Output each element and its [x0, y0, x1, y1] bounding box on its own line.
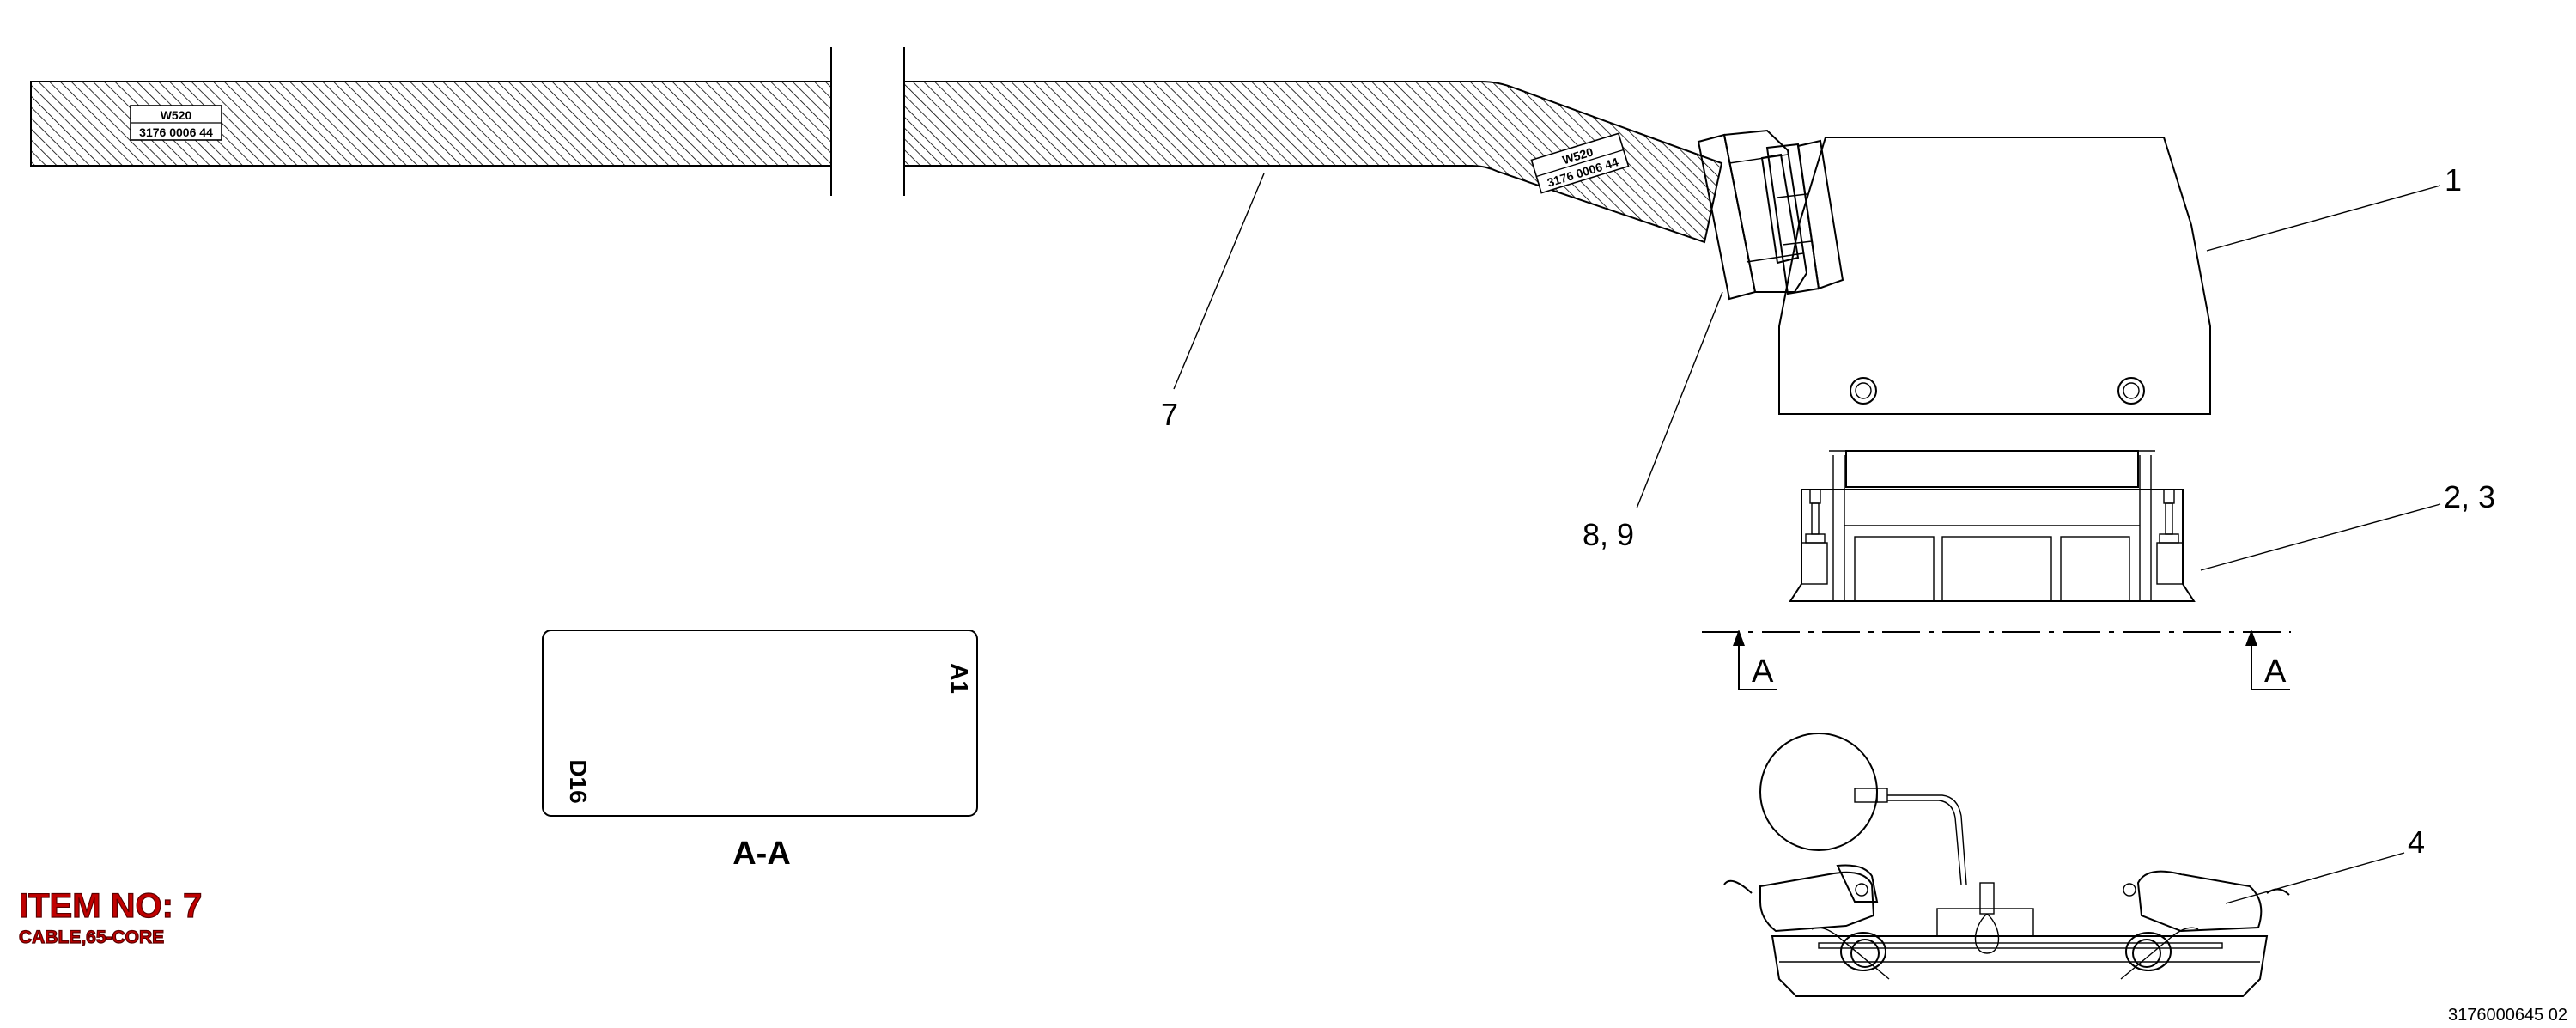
cable-right-segment	[903, 81, 1723, 244]
callout-8-9: 8, 9	[1583, 517, 1634, 552]
connector-housing	[1789, 450, 2196, 602]
drawing-number: 3176000645 02	[2448, 1006, 2567, 1025]
section-line: A A	[1702, 630, 2291, 690]
section-marker-right: A	[2264, 654, 2287, 690]
callout-4: 4	[2408, 824, 2425, 860]
cable-tag-line1: W520	[161, 108, 192, 122]
pin-label-first: A1	[946, 663, 973, 694]
connector-hood	[1778, 137, 2211, 415]
callout-1: 1	[2445, 162, 2462, 198]
cable-tag-left: W520 3176 0006 44	[130, 105, 222, 141]
section-title: A-A	[732, 836, 791, 872]
callout-2-3: 2, 3	[2444, 479, 2495, 514]
section-marker-left: A	[1752, 654, 1774, 690]
item-description: CABLE,65-CORE	[19, 928, 164, 947]
leader-lines	[1173, 173, 2441, 904]
item-number-heading: ITEM NO: 7	[19, 887, 202, 925]
section-view: A1 D16 A-A	[542, 630, 978, 872]
cable-tag-line2: 3176 0006 44	[139, 125, 213, 139]
cable-gland	[1697, 129, 1844, 301]
cable	[30, 47, 1723, 244]
protective-cover	[1723, 733, 2290, 997]
pin-label-last: D16	[565, 759, 592, 803]
callout-7: 7	[1161, 397, 1178, 432]
